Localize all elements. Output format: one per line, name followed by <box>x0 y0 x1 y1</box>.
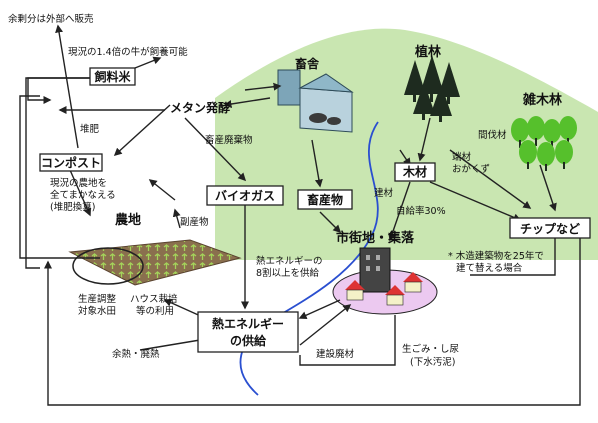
greenhouse-label-2: 等の利用 <box>136 305 174 317</box>
biogas-label: バイオガス <box>215 188 275 203</box>
note-label-2: 建て替える場合 <box>456 262 523 274</box>
heat-supply-text-1: 熱エネルギーの <box>256 255 323 267</box>
town-illustration <box>332 247 438 315</box>
farmland-label: 農地 <box>115 212 141 228</box>
farmland-text-2: 全てまかなえる <box>50 189 116 201</box>
livestock-manure-label: 畜産廃棄物 <box>205 134 253 146</box>
mixed-forest-label: 雑木林 <box>522 92 562 108</box>
production-adjust-label-2: 対象水田 <box>78 305 116 317</box>
lumber-label: 木材 <box>402 164 427 179</box>
farmland-text-3: (堆肥換算) <box>50 201 95 213</box>
box-heat-supply: 熱エネルギー の供給 <box>197 311 299 353</box>
demolition-wood-label: 建設廃材 <box>316 348 355 360</box>
surplus-export-label: 余剰分は外部へ販売 <box>8 13 94 25</box>
production-adjust-label-1: 生産調整 <box>78 293 117 305</box>
scrap-wood-label-2: おがくず <box>452 163 490 175</box>
byproduct-label: 副産物 <box>180 216 209 228</box>
scrap-wood-label-1: 端材 <box>452 151 472 163</box>
flow-arrows <box>19 24 581 406</box>
compost-side-label: 堆肥 <box>80 124 100 135</box>
wood-chips-label: チップなど <box>520 221 580 236</box>
heat-supply-label-2: の供給 <box>230 333 267 348</box>
greenhouse-label-1: ハウス栽培 <box>130 293 178 305</box>
heat-supply-label-1: 熱エネルギー <box>212 316 284 331</box>
box-livestock-products: 畜産物 <box>297 189 353 210</box>
methane-label: メタン発酵 <box>170 100 230 115</box>
waste-heat-label: 余熱・廃熱 <box>112 348 160 360</box>
garbage-label-1: 生ごみ・し尿 <box>402 343 460 355</box>
forest-label: 植林 <box>414 44 441 60</box>
box-feed-rice: 飼料米 <box>89 67 136 86</box>
heat-supply-text-2: 8割以上を供給 <box>256 267 320 279</box>
note-label-1: * 木造建築物を25年で <box>448 250 544 262</box>
livestock-products-label: 畜産物 <box>307 192 343 207</box>
feed-rice-label: 飼料米 <box>93 69 131 84</box>
cattle-capacity-label: 現況の1.4倍の牛が飼養可能 <box>68 46 188 58</box>
barn-illustration <box>277 69 354 133</box>
box-biogas: バイオガス <box>206 185 284 206</box>
paddy-circle <box>72 247 144 285</box>
town-label: 市街地・集落 <box>336 230 415 246</box>
farmland-field <box>68 239 242 286</box>
construction-wood-label: 建材 <box>374 187 394 199</box>
livestock-label: 畜舎 <box>295 56 320 71</box>
box-wood-chips: チップなど <box>509 217 591 239</box>
self-sufficiency-label: 自給率30% <box>396 205 446 217</box>
mixed-forest-trees <box>511 116 577 171</box>
box-compost: コンポスト <box>39 153 103 172</box>
forest-trees <box>404 55 460 122</box>
river <box>239 121 379 396</box>
farmland-text-1: 現況の農地を <box>50 177 107 189</box>
compost-label: コンポスト <box>41 155 101 170</box>
garbage-label-2: (下水汚泥) <box>410 356 455 368</box>
thinning-label: 間伐材 <box>478 129 507 141</box>
box-lumber: 木材 <box>394 162 436 182</box>
